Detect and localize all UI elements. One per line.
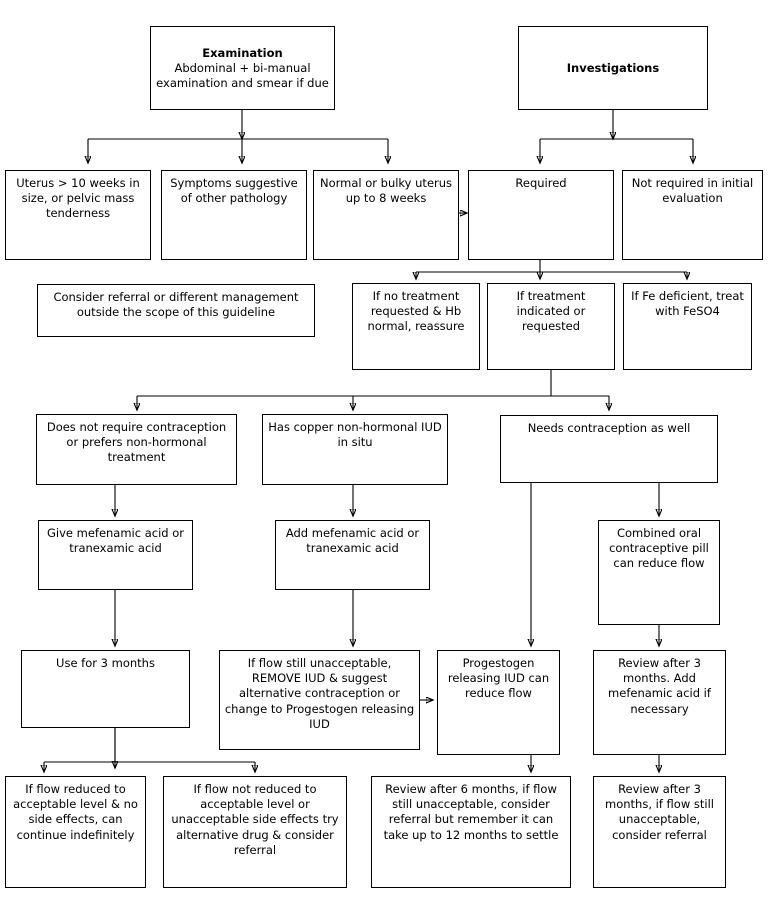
node-review-after-3-add-mefenamic-body: Review after 3 months. Add mefenamic aci…: [608, 656, 711, 716]
node-add-mefenamic-body: Add mefenamic acid or tranexamic acid: [285, 526, 420, 556]
node-progestogen-iud[interactable]: Progestogen releasing IUD can reduce flo…: [437, 650, 560, 755]
node-flow-reduced-acceptable[interactable]: If flow reduced to acceptable level & no…: [5, 776, 146, 888]
node-remove-iud[interactable]: If flow still unacceptable, REMOVE IUD &…: [219, 650, 420, 750]
node-normal-or-bulky[interactable]: Normal or bulky uterus up to 8 weeks: [313, 170, 459, 260]
node-symptoms-other-pathology-body: Symptoms suggestive of other pathology: [170, 176, 298, 206]
node-treatment-indicated-body: If treatment indicated or requested: [516, 289, 586, 334]
node-fe-deficient-body: If Fe deficient, treat with FeSO4: [631, 289, 744, 319]
node-consider-referral-outside[interactable]: Consider referral or different managemen…: [37, 284, 315, 337]
node-investigations[interactable]: Investigations: [518, 26, 708, 110]
node-fe-deficient[interactable]: If Fe deficient, treat with FeSO4: [623, 283, 752, 370]
node-review-after-3-months-referral-body: Review after 3 months, if flow still una…: [605, 782, 714, 842]
node-copper-iud-in-situ[interactable]: Has copper non-hormonal IUD in situ: [262, 414, 448, 485]
node-required-body: Required: [515, 176, 567, 190]
node-combined-oral-pill-body: Combined oral contraceptive pill can red…: [609, 526, 709, 571]
node-uterus-10-weeks[interactable]: Uterus > 10 weeks in size, or pelvic mas…: [5, 170, 151, 260]
node-investigations-title: Investigations: [566, 60, 660, 75]
node-does-not-require-contraception-body: Does not require contraception or prefer…: [46, 420, 227, 465]
node-combined-oral-pill[interactable]: Combined oral contraceptive pill can red…: [598, 520, 720, 625]
node-needs-contraception[interactable]: Needs contraception as well: [500, 415, 718, 483]
node-required[interactable]: Required: [468, 170, 614, 260]
node-examination[interactable]: Examination Abdominal + bi-manual examin…: [150, 26, 335, 110]
node-use-for-3-months[interactable]: Use for 3 months: [21, 650, 190, 728]
node-copper-iud-in-situ-body: Has copper non-hormonal IUD in situ: [268, 420, 442, 450]
node-review-after-6-months-body: Review after 6 months, if flow still una…: [383, 782, 559, 842]
node-no-treatment-requested-body: If no treatment requested & Hb normal, r…: [367, 289, 465, 334]
node-use-for-3-months-body: Use for 3 months: [56, 656, 155, 670]
node-progestogen-iud-body: Progestogen releasing IUD can reduce flo…: [447, 656, 550, 701]
node-flow-not-reduced[interactable]: If flow not reduced to acceptable level …: [163, 776, 347, 888]
node-uterus-10-weeks-body: Uterus > 10 weeks in size, or pelvic mas…: [16, 176, 140, 221]
node-symptoms-other-pathology[interactable]: Symptoms suggestive of other pathology: [161, 170, 307, 260]
node-review-after-6-months[interactable]: Review after 6 months, if flow still una…: [371, 776, 571, 888]
node-review-after-3-months-referral[interactable]: Review after 3 months, if flow still una…: [593, 776, 726, 888]
node-examination-title: Examination: [202, 45, 283, 60]
node-flow-not-reduced-body: If flow not reduced to acceptable level …: [171, 782, 339, 857]
node-treatment-indicated[interactable]: If treatment indicated or requested: [487, 283, 615, 370]
node-consider-referral-outside-body: Consider referral or different managemen…: [53, 290, 299, 320]
node-review-after-3-add-mefenamic[interactable]: Review after 3 months. Add mefenamic aci…: [593, 650, 726, 755]
node-does-not-require-contraception[interactable]: Does not require contraception or prefer…: [36, 414, 237, 485]
node-not-required-body: Not required in initial evaluation: [631, 176, 754, 206]
node-remove-iud-body: If flow still unacceptable, REMOVE IUD &…: [224, 656, 415, 731]
node-examination-body: Abdominal + bi-manual examination and sm…: [156, 60, 329, 91]
node-needs-contraception-body: Needs contraception as well: [527, 421, 691, 435]
node-normal-or-bulky-body: Normal or bulky uterus up to 8 weeks: [319, 176, 453, 206]
node-no-treatment-requested[interactable]: If no treatment requested & Hb normal, r…: [352, 283, 480, 370]
node-not-required[interactable]: Not required in initial evaluation: [622, 170, 763, 260]
node-add-mefenamic[interactable]: Add mefenamic acid or tranexamic acid: [275, 520, 430, 590]
node-give-mefenamic[interactable]: Give mefenamic acid or tranexamic acid: [38, 520, 193, 590]
node-flow-reduced-acceptable-body: If flow reduced to acceptable level & no…: [13, 782, 138, 842]
node-give-mefenamic-body: Give mefenamic acid or tranexamic acid: [46, 526, 185, 556]
